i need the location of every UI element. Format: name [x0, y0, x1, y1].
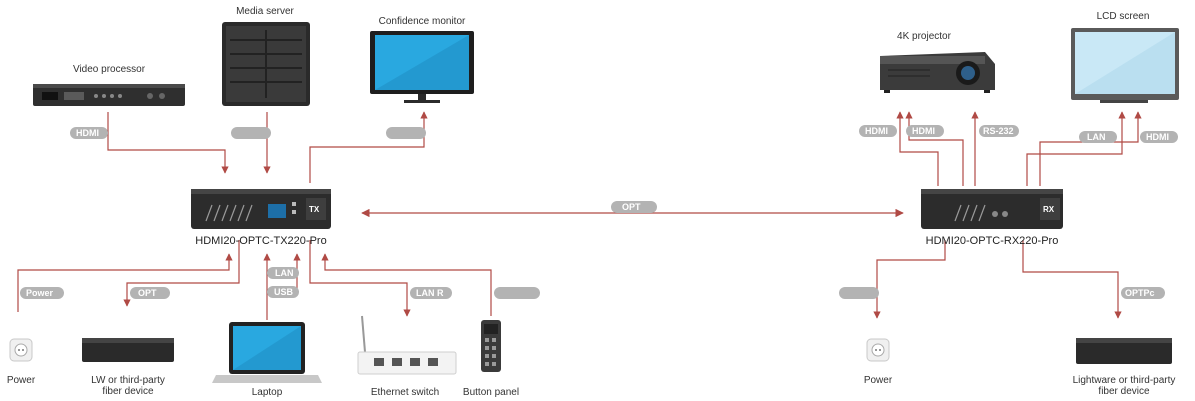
tag-media-server-blank — [231, 127, 271, 139]
svg-text:OPTPc: OPTPc — [1125, 288, 1155, 298]
tag-hdmi-lcd: HDMI — [1140, 131, 1178, 143]
wire-button-panel — [321, 253, 492, 316]
tag-lan-laptop: LAN — [267, 267, 299, 279]
receiver: RX HDMI20-OPTC-RX220-Pro — [921, 189, 1063, 247]
confidence-monitor-label: Confidence monitor — [379, 16, 466, 27]
wire-projector-hdmi-1 — [896, 111, 939, 186]
tag-power-tx: Power — [20, 287, 64, 299]
svg-text:LAN: LAN — [1087, 132, 1106, 142]
media-server-label: Media server — [236, 6, 294, 17]
laptop: Laptop — [212, 322, 322, 398]
button-panel: Button panel — [463, 320, 519, 398]
ethernet-switch-label: Ethernet switch — [371, 387, 439, 398]
power-socket-left: Power — [7, 338, 36, 386]
tag-hdmi-projector-1: HDMI — [859, 125, 897, 137]
tag-opt-fiber-right: OPTPc — [1121, 287, 1165, 299]
svg-text:HDMI: HDMI — [865, 126, 888, 136]
tag-button-panel-blank — [494, 287, 540, 299]
wire-power-rx — [873, 240, 946, 319]
tag-lan-lcd: LAN — [1079, 131, 1117, 143]
svg-text:HDMI: HDMI — [76, 128, 99, 138]
fiber-left-label-1: LW or third-party — [91, 375, 165, 386]
svg-text:USB: USB — [274, 287, 294, 297]
wire-power-tx — [17, 253, 233, 312]
receiver-label: HDMI20-OPTC-RX220-Pro — [926, 235, 1059, 247]
wires — [17, 111, 1142, 320]
ethernet-switch: Ethernet switch — [357, 315, 457, 398]
cable-tags: HDMI OPT HDMI HDMI RS-232 LAN HDMI — [20, 125, 1178, 299]
confidence-monitor: Confidence monitor — [370, 16, 474, 103]
wire-ethernet-switch — [309, 240, 411, 317]
svg-text:OPT: OPT — [138, 288, 157, 298]
power-socket-right: Power — [864, 338, 893, 386]
transmitter-logo-icon: TX — [309, 205, 320, 214]
lcd-screen: LCD screen — [1071, 11, 1179, 103]
transmitter-label: HDMI20-OPTC-TX220-Pro — [195, 235, 326, 247]
laptop-label: Laptop — [252, 387, 283, 398]
tag-lan-switch: LAN R — [410, 287, 452, 299]
video-processor-label: Video processor — [73, 64, 146, 75]
fiber-device-right: Lightware or third-party fiber device — [1073, 338, 1176, 397]
wire-lcd-hdmi — [1039, 111, 1142, 186]
svg-text:Power: Power — [26, 288, 54, 298]
tag-hdmi-projector-2: HDMI — [906, 125, 944, 137]
fiber-right-label-1: Lightware or third-party — [1073, 375, 1176, 386]
video-processor: Video processor — [33, 64, 185, 106]
power-left-label: Power — [7, 375, 36, 386]
tag-monitor-blank — [386, 127, 426, 139]
tag-power-rx-blank — [839, 287, 879, 299]
wire-fiber-left — [123, 240, 240, 307]
svg-text:OPT: OPT — [622, 202, 641, 212]
svg-text:LAN R: LAN R — [416, 288, 444, 298]
wire-lcd-lan — [1026, 111, 1126, 186]
power-right-label: Power — [864, 375, 893, 386]
tag-hdmi-video-processor: HDMI — [70, 127, 108, 139]
transmitter: TX HDMI20-OPTC-TX220-Pro — [191, 189, 331, 247]
tag-usb-laptop: USB — [267, 286, 299, 298]
wire-fiber-right — [1022, 240, 1122, 319]
wire-projector-hdmi-2 — [905, 111, 964, 186]
wire-video-processor — [107, 112, 229, 174]
wire-confidence-monitor — [309, 111, 428, 183]
tag-rs232-projector: RS-232 — [979, 125, 1019, 137]
fiber-right-label-2: fiber device — [1098, 386, 1150, 397]
svg-text:RS-232: RS-232 — [983, 126, 1014, 136]
fiber-left-label-2: fiber device — [102, 386, 154, 397]
fiber-device-left: LW or third-party fiber device — [82, 338, 174, 397]
svg-text:LAN: LAN — [275, 268, 294, 278]
receiver-logo-icon: RX — [1043, 205, 1055, 214]
tag-opt-fiber-left: OPT — [130, 287, 170, 299]
projector: 4K projector — [880, 31, 995, 93]
svg-text:HDMI: HDMI — [912, 126, 935, 136]
projector-label: 4K projector — [897, 31, 952, 42]
lcd-screen-label: LCD screen — [1097, 11, 1150, 22]
svg-text:HDMI: HDMI — [1146, 132, 1169, 142]
media-server: Media server — [222, 6, 310, 106]
button-panel-label: Button panel — [463, 387, 519, 398]
tag-opt-main: OPT — [611, 201, 657, 213]
